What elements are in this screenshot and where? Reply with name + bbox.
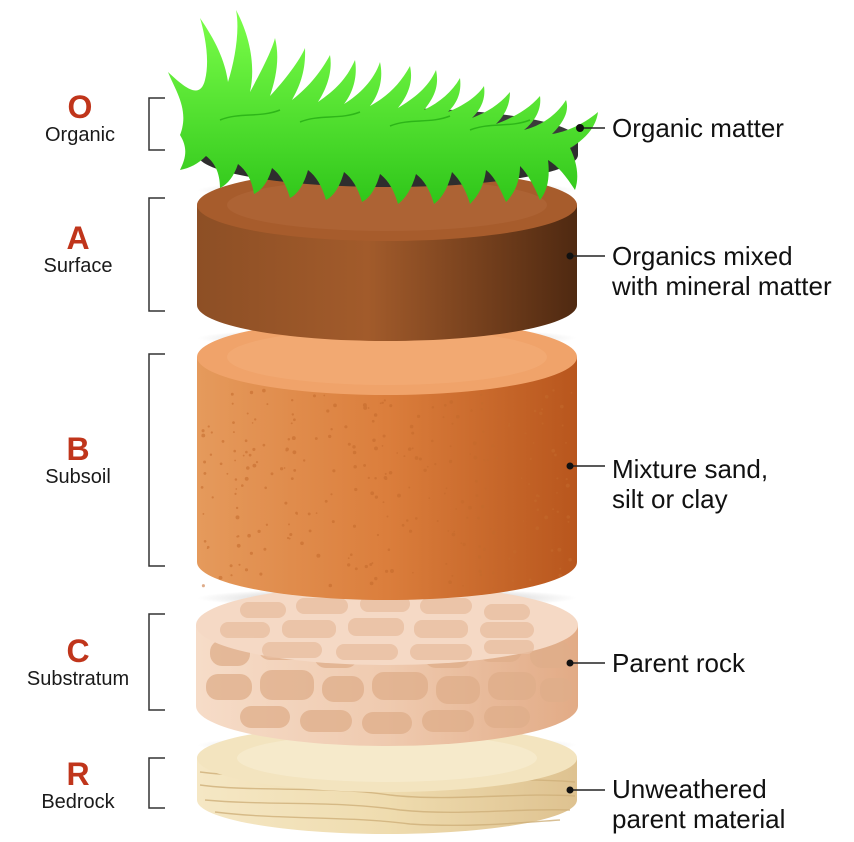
- pointer-dot-a: [567, 253, 574, 260]
- description-line: Mixture sand,: [612, 454, 768, 484]
- horizon-letter: R: [8, 757, 148, 791]
- pointer-dot-c: [567, 660, 574, 667]
- horizon-name: Organic: [10, 124, 150, 146]
- bracket-a: [149, 198, 165, 311]
- horizon-brackets: [149, 98, 165, 808]
- pointer-dot-o: [576, 124, 584, 132]
- grass-icon: [168, 10, 598, 204]
- layer-b-subsoil-disc: [197, 319, 577, 600]
- description-r: Unweathered parent material: [612, 774, 785, 834]
- bracket-o: [149, 98, 165, 150]
- horizon-letter: O: [10, 90, 150, 124]
- layer-a-surface-disc: [197, 169, 577, 341]
- horizon-name: Bedrock: [8, 791, 148, 813]
- layer-c-substratum-disc: [196, 585, 578, 746]
- pointer-dot-b: [567, 463, 574, 470]
- horizon-name: Subsoil: [8, 466, 148, 488]
- bracket-r: [149, 758, 165, 808]
- description-line: with mineral matter: [612, 271, 832, 301]
- description-o: Organic matter: [612, 113, 784, 143]
- description-line: silt or clay: [612, 484, 768, 514]
- description-a: Organics mixed with mineral matter: [612, 241, 832, 301]
- horizon-label-b: B Subsoil: [8, 432, 148, 488]
- description-line: Unweathered: [612, 774, 785, 804]
- pointer-dot-r: [567, 787, 574, 794]
- horizon-letter: A: [8, 221, 148, 255]
- horizon-label-o: O Organic: [10, 90, 150, 146]
- horizon-label-a: A Surface: [8, 221, 148, 277]
- horizon-label-c: C Substratum: [8, 634, 148, 690]
- description-line: Parent rock: [612, 648, 745, 678]
- description-c: Parent rock: [612, 648, 745, 678]
- description-b: Mixture sand, silt or clay: [612, 454, 768, 514]
- description-line: Organic matter: [612, 113, 784, 143]
- bracket-b: [149, 354, 165, 566]
- horizon-name: Substratum: [8, 668, 148, 690]
- description-line: parent material: [612, 804, 785, 834]
- horizon-letter: B: [8, 432, 148, 466]
- description-line: Organics mixed: [612, 241, 832, 271]
- horizon-name: Surface: [8, 255, 148, 277]
- bracket-c: [149, 614, 165, 710]
- horizon-label-r: R Bedrock: [8, 757, 148, 813]
- horizon-letter: C: [8, 634, 148, 668]
